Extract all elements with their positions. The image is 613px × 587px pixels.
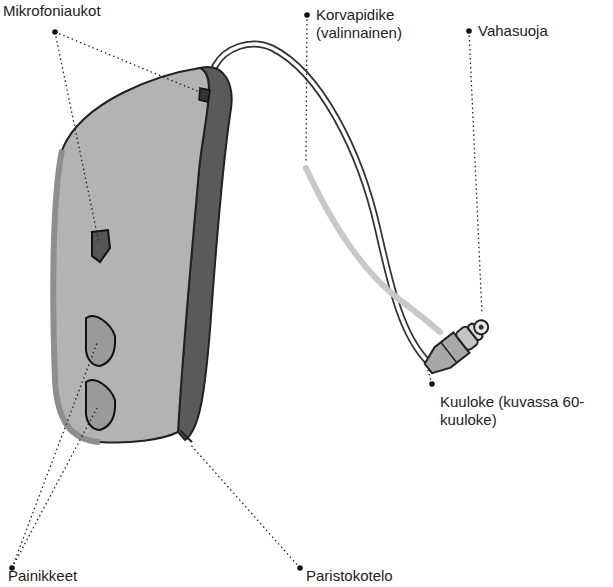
part-label: Korvapidike (valinnainen) (316, 6, 434, 42)
part-label: Kuuloke (kuvassa 60-kuuloke) (440, 393, 605, 429)
microphone-hole (199, 88, 210, 102)
part-label: Vahasuoja (478, 22, 548, 40)
part-label: Paristokotelo (306, 567, 393, 585)
housing-face (53, 68, 209, 443)
leader-lines (12, 15, 482, 568)
receiver (420, 313, 494, 379)
retention-wire (306, 168, 440, 332)
part-label: Mikrofoniaukot (3, 2, 101, 20)
button (86, 316, 115, 366)
microphone-hole (92, 230, 110, 262)
part-label: Painikkeet (8, 567, 77, 585)
button (86, 380, 115, 430)
leader-dots (9, 12, 472, 571)
battery-door (180, 430, 192, 442)
